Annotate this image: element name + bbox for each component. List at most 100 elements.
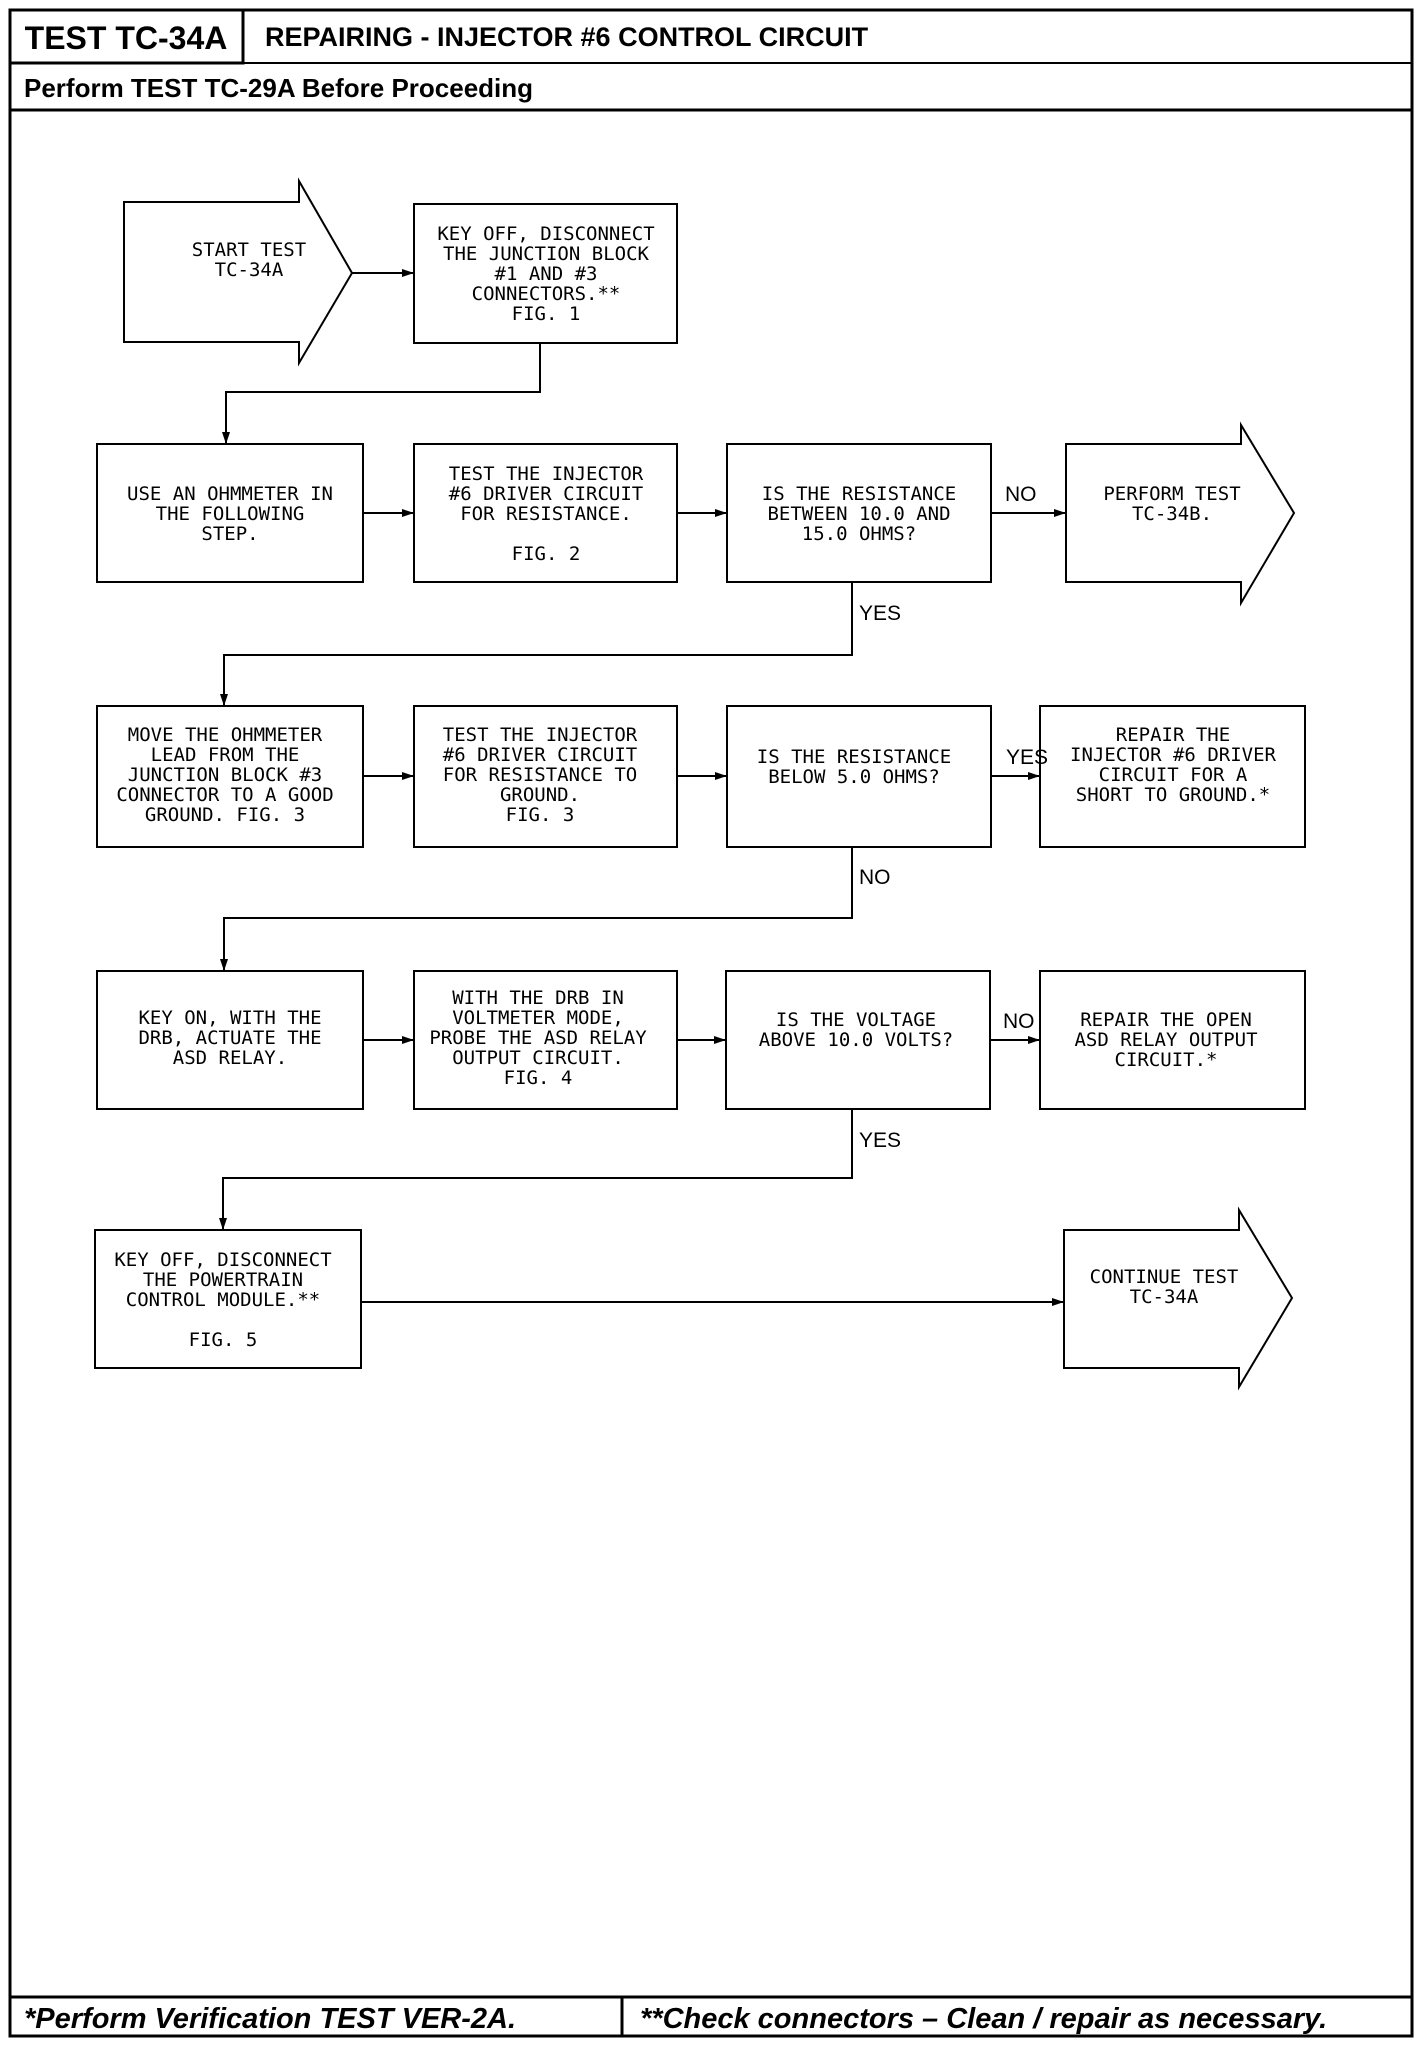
prerequisite-note: Perform TEST TC-29A Before Proceeding	[24, 73, 533, 103]
page-border	[8, 8, 1414, 2038]
node-text-line: IS THE VOLTAGE	[776, 1009, 936, 1031]
node-text-line: IS THE RESISTANCE	[757, 746, 951, 768]
node-text-line: USE AN OHMMETER IN	[127, 483, 333, 505]
node-text-line: FOR RESISTANCE.	[460, 503, 632, 525]
node-text-line: FIG. 5	[189, 1329, 258, 1351]
node-text-line: TC-34B.	[1132, 503, 1212, 525]
node-text-line: OUTPUT CIRCUIT.	[452, 1047, 624, 1069]
node-text-line: FOR RESISTANCE TO	[443, 764, 637, 786]
node-text-line: #1 AND #3	[495, 263, 598, 285]
node-text-line: FIG. 3	[506, 804, 575, 826]
node-text-line: PROBE THE ASD RELAY	[429, 1027, 647, 1049]
node-text-line: FIG. 1	[512, 303, 581, 325]
node-text-line: JUNCTION BLOCK #3	[128, 764, 322, 786]
edge-key-off-to-ohmmeter	[222, 343, 541, 444]
node-text-line: PERFORM TEST	[1103, 483, 1240, 505]
test-id: TEST TC-34A	[25, 20, 228, 56]
footer-note-verification: *Perform Verification TEST VER-2A.	[24, 2003, 516, 2035]
edge-label-yes: YES	[859, 602, 901, 625]
node-text-line: CONNECTOR TO A GOOD	[116, 784, 333, 806]
footer-note-connectors: **Check connectors – Clean / repair as n…	[640, 2003, 1327, 2035]
node-text-line: TC-34A	[1130, 1286, 1199, 1308]
node-text-line: KEY OFF, DISCONNECT	[114, 1249, 331, 1271]
node-text-line: KEY ON, WITH THE	[138, 1007, 321, 1029]
node-text-line: GROUND.	[500, 784, 580, 806]
node-text-line: ABOVE 10.0 VOLTS?	[759, 1029, 953, 1051]
node-text-line: THE JUNCTION BLOCK	[443, 243, 649, 265]
edge-decision2-no	[220, 847, 853, 971]
node-text-line: REPAIR THE	[1116, 724, 1230, 746]
edge-decision3-yes	[219, 1109, 853, 1230]
node-text-line: #6 DRIVER CIRCUIT	[443, 744, 637, 766]
node-text-line: #6 DRIVER CIRCUIT	[449, 483, 643, 505]
node-text-line: THE FOLLOWING	[156, 503, 305, 525]
node-text-line: CIRCUIT.*	[1115, 1049, 1218, 1071]
page-title: REPAIRING - INJECTOR #6 CONTROL CIRCUIT	[265, 22, 869, 52]
edge-decision1-yes	[220, 582, 853, 706]
node-text-line: TEST THE INJECTOR	[443, 724, 638, 746]
node-text-line: 15.0 OHMS?	[802, 523, 916, 545]
node-text-line: VOLTMETER MODE,	[452, 1007, 624, 1029]
node-text-line: CONTINUE TEST	[1090, 1266, 1239, 1288]
node-text-line: ASD RELAY.	[173, 1047, 287, 1069]
node-text-line: DRB, ACTUATE THE	[138, 1027, 321, 1049]
node-text-line: CONTROL MODULE.**	[126, 1289, 320, 1311]
node-text-line: REPAIR THE OPEN	[1080, 1009, 1252, 1031]
node-text-line: GROUND. FIG. 3	[145, 804, 305, 826]
node-text-line: CONNECTORS.**	[472, 283, 621, 305]
edge-label-no: NO	[859, 866, 891, 889]
node-text-line: STEP.	[201, 523, 258, 545]
node-text-line: IS THE RESISTANCE	[762, 483, 956, 505]
connectors	[219, 269, 1066, 1306]
node-text-line: MOVE THE OHMMETER	[128, 724, 323, 746]
node-text-line: FIG. 4	[504, 1067, 573, 1089]
edge-label-yes: YES	[859, 1129, 901, 1152]
node-text-line: FIG. 2	[512, 543, 581, 565]
node-text-line: ASD RELAY OUTPUT	[1074, 1029, 1257, 1051]
edge-label-no: NO	[1003, 1010, 1035, 1033]
node-text-line: BETWEEN 10.0 AND	[767, 503, 950, 525]
edge-label-yes: YES	[1006, 746, 1048, 769]
node-text-line: WITH THE DRB IN	[452, 987, 624, 1009]
node-text-line: TEST THE INJECTOR	[449, 463, 644, 485]
edge-label-no: NO	[1005, 483, 1037, 506]
node-text-line: THE POWERTRAIN	[143, 1269, 303, 1291]
node-text-line: LEAD FROM THE	[151, 744, 300, 766]
node-text-line: START TEST	[192, 239, 306, 261]
node-text-line: KEY OFF, DISCONNECT	[437, 223, 654, 245]
node-text-line: SHORT TO GROUND.*	[1076, 784, 1270, 806]
node-text-line: INJECTOR #6 DRIVER	[1070, 744, 1276, 766]
node-text-line: CIRCUIT FOR A	[1099, 764, 1248, 786]
